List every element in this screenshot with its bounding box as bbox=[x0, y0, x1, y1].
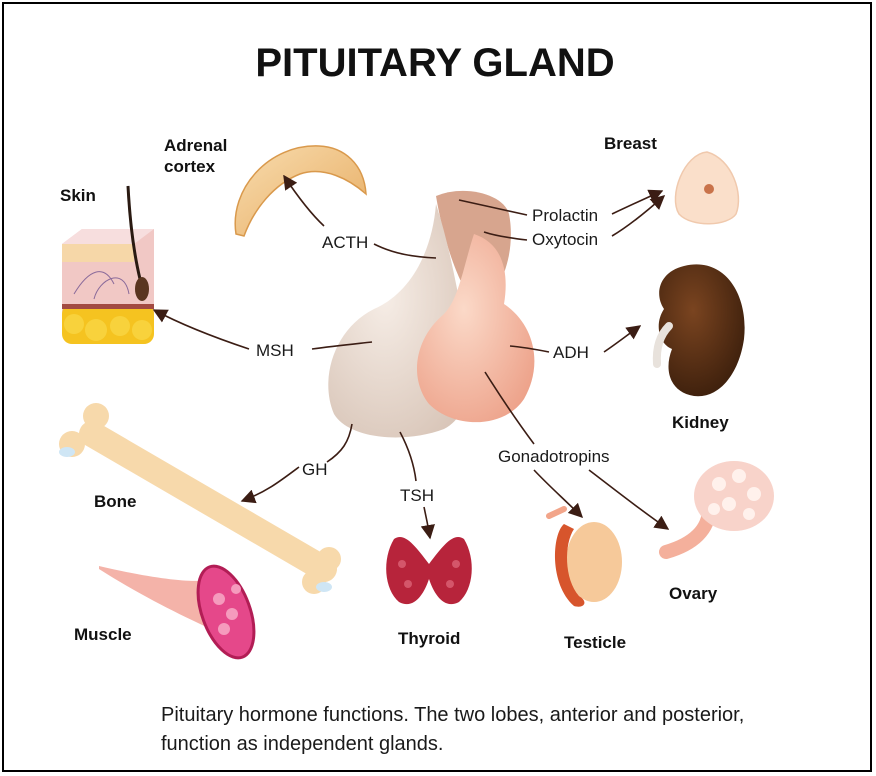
kidney-illustration bbox=[657, 264, 745, 396]
label-oxytocin: Oxytocin bbox=[532, 230, 598, 249]
breast-illustration bbox=[675, 152, 738, 224]
label-kidney: Kidney bbox=[672, 413, 729, 432]
label-adrenal-line2: cortex bbox=[164, 157, 216, 176]
leader-gh bbox=[327, 424, 352, 462]
label-thyroid: Thyroid bbox=[398, 629, 460, 648]
arrow-gh-bone bbox=[242, 467, 299, 501]
label-prolactin: Prolactin bbox=[532, 206, 598, 225]
skin-illustration bbox=[62, 186, 154, 344]
label-adrenal-line1: Adrenal bbox=[164, 136, 227, 155]
thyroid-illustration bbox=[386, 537, 472, 604]
adrenal-cortex-illustration bbox=[235, 146, 366, 236]
label-testicle: Testicle bbox=[564, 633, 626, 652]
arrow-acth-adrenal bbox=[284, 176, 324, 226]
label-skin: Skin bbox=[60, 186, 96, 205]
arrow-prolactin-breast bbox=[612, 191, 662, 214]
label-bone: Bone bbox=[94, 492, 137, 511]
label-tsh: TSH bbox=[400, 486, 434, 505]
leader-tsh bbox=[400, 432, 416, 481]
label-gonadotropins: Gonadotropins bbox=[498, 447, 610, 466]
label-acth: ACTH bbox=[322, 233, 368, 252]
arrow-msh-skin bbox=[154, 310, 249, 349]
label-breast: Breast bbox=[604, 134, 657, 153]
arrow-gonadotropins-ovary bbox=[589, 470, 668, 529]
muscle-illustration bbox=[99, 559, 265, 666]
figure-caption: Pituitary hormone functions. The two lob… bbox=[161, 701, 801, 759]
label-adh: ADH bbox=[553, 343, 589, 362]
label-msh: MSH bbox=[256, 341, 294, 360]
label-muscle: Muscle bbox=[74, 625, 132, 644]
label-gh: GH bbox=[302, 460, 328, 479]
label-ovary: Ovary bbox=[669, 584, 718, 603]
ovary-illustration bbox=[666, 461, 774, 552]
pituitary-diagram: PITUITARY GLAND Adrenal cortex Skin Brea… bbox=[4, 4, 872, 772]
diagram-title: PITUITARY GLAND bbox=[255, 41, 614, 85]
arrow-adh-kidney bbox=[604, 326, 640, 352]
testicle-illustration bbox=[549, 509, 622, 607]
arrow-tsh-thyroid bbox=[424, 507, 430, 538]
